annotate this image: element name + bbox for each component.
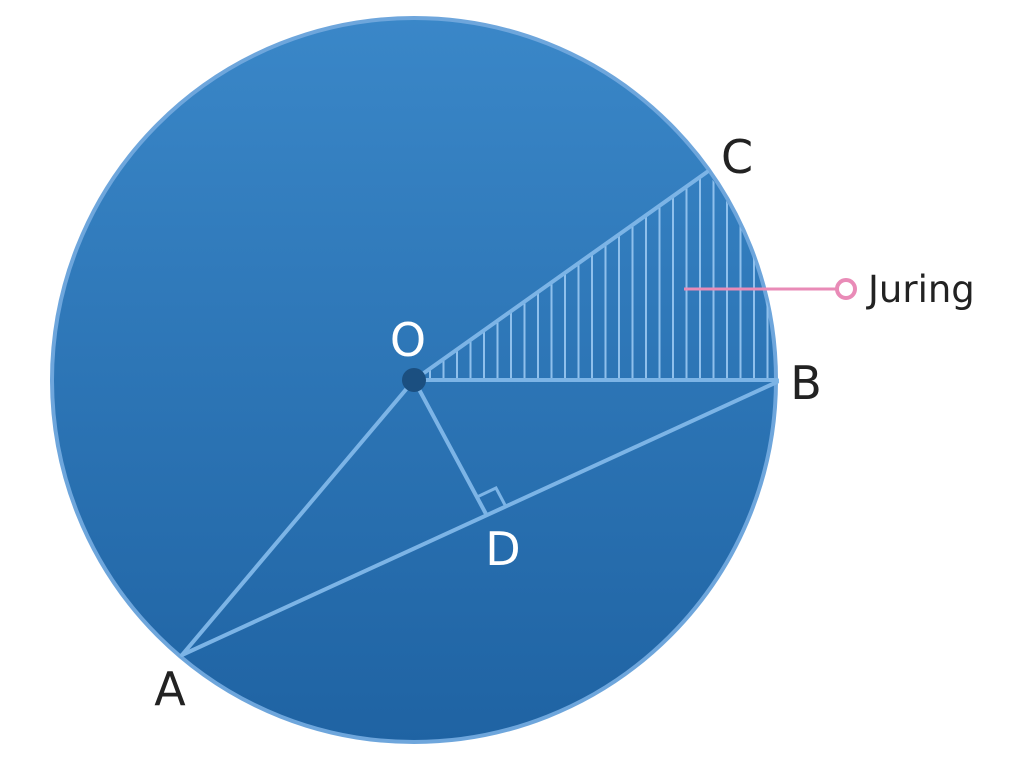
label-b: B xyxy=(790,356,822,410)
right-angle-marker xyxy=(476,486,507,506)
sector-outline xyxy=(412,170,779,382)
label-d: D xyxy=(485,522,520,576)
segment-od xyxy=(412,378,488,516)
label-o: O xyxy=(390,313,426,367)
label-a: A xyxy=(154,662,186,716)
radius-oa xyxy=(180,378,416,657)
callout-label: Juring xyxy=(866,268,975,311)
label-c: C xyxy=(721,130,753,184)
center-point-o xyxy=(402,368,426,392)
chord-ab xyxy=(180,380,779,657)
callout-ring-icon xyxy=(835,278,857,300)
